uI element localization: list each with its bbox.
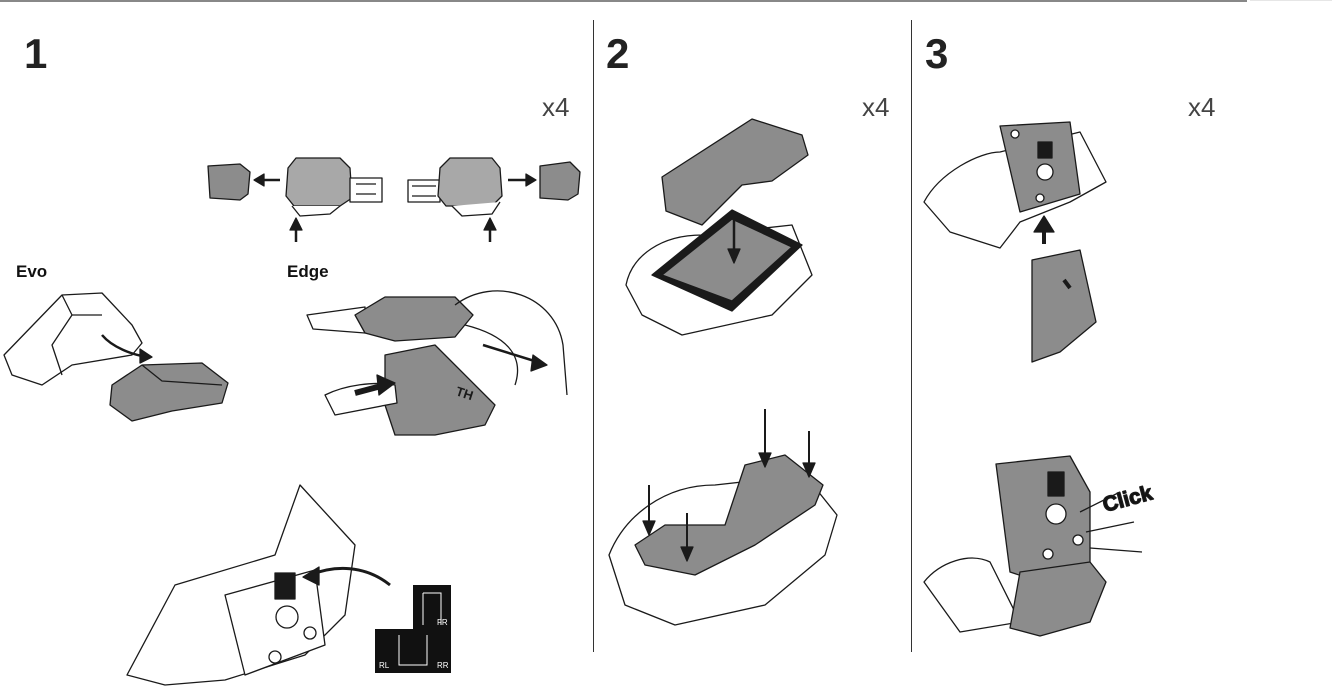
position-front-right [413,585,451,629]
evo-illustration [3,292,229,422]
position-rear-left [375,629,413,673]
step-number-3: 3 [925,30,949,77]
column-divider-2 [911,20,912,652]
rl-label: RL [379,661,390,670]
fr-label: FR [437,618,448,627]
step-3-quantity: x4 [1188,92,1216,122]
click-annotation: Click [1100,482,1155,517]
top-rule-faint [1250,0,1332,1]
rr-label: RR [437,661,449,670]
step-2-quantity: x4 [862,92,890,122]
step-1-pad-removal-illustration [207,157,581,242]
evo-label: Evo [16,262,48,281]
column-divider-1 [593,20,594,652]
step-1-foot-marking-illustration [126,484,391,686]
step-2-pad-press-illustration [608,409,838,626]
step-number-1: 1 [24,30,48,77]
top-rule [0,0,1247,2]
svg-text:TH: TH [454,384,475,404]
step-3-bracket-click-illustration: Click [923,455,1156,637]
edge-illustration: TH [306,290,568,436]
step-3-bracket-align-illustration [923,121,1107,363]
edge-label: Edge [287,262,329,281]
position-grid: FR RL RR [375,585,451,673]
position-rear-right [413,629,451,673]
step-2-pad-insert-illustration [625,118,813,336]
step-1-quantity: x4 [542,92,570,122]
step-number-2: 2 [606,30,630,77]
